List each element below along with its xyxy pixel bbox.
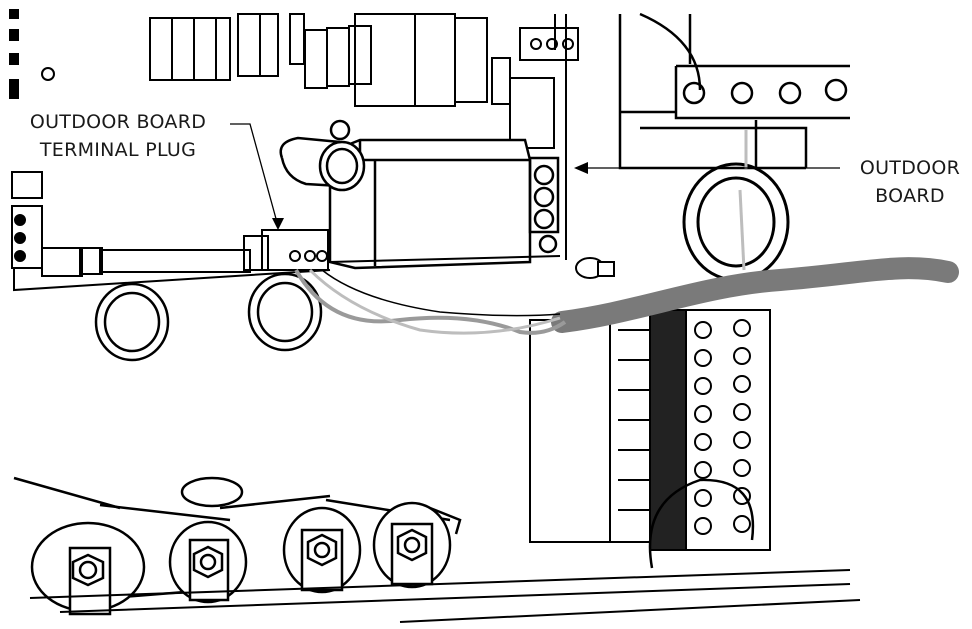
wire-bundle — [294, 269, 567, 335]
nut — [575, 257, 615, 279]
callout-line-2: BOARD — [875, 185, 945, 207]
outdoor-board-terminal-plug-label: OUTDOOR BOARD TERMINAL PLUG — [18, 108, 218, 164]
callout-leader-board — [574, 162, 840, 174]
callout-line-1: OUTDOOR BOARD — [29, 111, 207, 133]
board-terminal-strip — [13, 229, 331, 292]
callout-leader-plug — [230, 123, 284, 230]
board-left-edge — [9, 9, 55, 269]
relay-bank — [149, 13, 555, 149]
ring-grommet-large — [682, 162, 790, 282]
outdoor-board-terminals — [618, 12, 850, 170]
capacitor-bank — [13, 476, 462, 616]
callout-line-2: TERMINAL PLUG — [39, 139, 197, 161]
tube — [279, 136, 366, 192]
board-connector — [519, 27, 579, 61]
outdoor-board-label: OUTDOOR BOARD — [850, 154, 970, 210]
ring-grommet — [94, 272, 323, 362]
terminal-block — [529, 309, 771, 551]
filter-component — [328, 119, 560, 270]
main-cable — [551, 257, 959, 333]
callout-line-1: OUTDOOR — [859, 157, 961, 179]
